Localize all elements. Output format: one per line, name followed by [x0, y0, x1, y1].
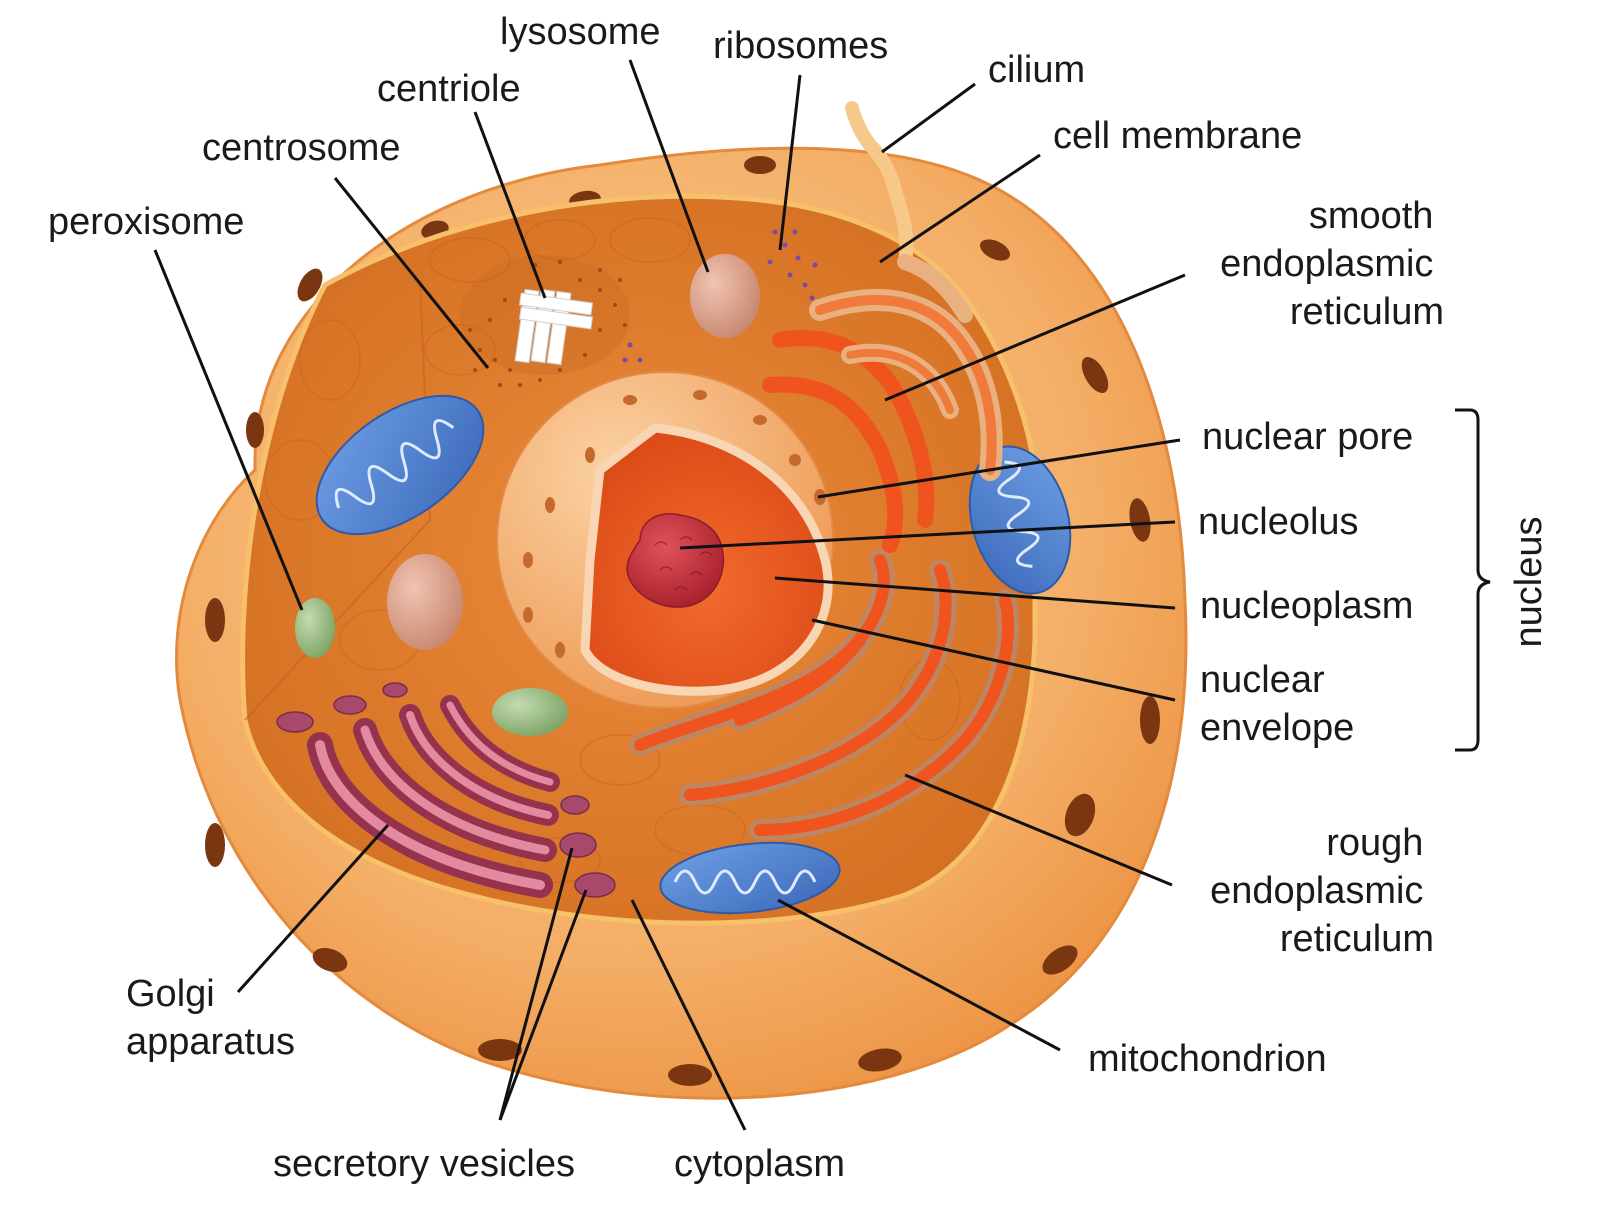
- nucleolus-texture: [654, 536, 713, 591]
- label-rough-er-line-1: rough: [1326, 822, 1423, 864]
- label-nucleolus: nucleolus: [1198, 501, 1359, 543]
- nucleolus-shape: [626, 513, 725, 608]
- label-smooth-er-line-2: endoplasmic: [1220, 243, 1433, 285]
- label-rough-er-line-2: endoplasmic: [1210, 870, 1423, 912]
- leader-nuclear-envelope: [811, 618, 1176, 702]
- leader-cytoplasm: [630, 899, 747, 1131]
- leader-vesicle-1: [498, 847, 574, 1121]
- label-golgi: Golgi apparatus: [126, 973, 295, 1063]
- label-nuclear-envelope: nuclear envelope: [1200, 659, 1354, 749]
- leader-rough-er: [904, 773, 1173, 887]
- smooth-er: [809, 254, 1003, 481]
- label-golgi-line-1: Golgi: [126, 973, 215, 1015]
- label-cytoplasm: cytoplasm: [674, 1143, 845, 1185]
- leader-golgi: [236, 823, 390, 994]
- leader-smooth-er: [884, 273, 1186, 402]
- leader-nucleolus: [679, 520, 1176, 550]
- label-cilium: cilium: [988, 49, 1085, 91]
- leader-cell-membrane: [879, 153, 1041, 264]
- label-cell-membrane: cell membrane: [1053, 115, 1302, 157]
- label-smooth-er: smooth endoplasmic reticulum: [1220, 195, 1444, 333]
- leader-peroxisome: [153, 249, 304, 611]
- golgi-apparatus: [307, 695, 560, 898]
- leader-vesicle-2: [498, 889, 588, 1121]
- leader-lysosome: [628, 59, 710, 273]
- label-golgi-line-2: apparatus: [126, 1021, 295, 1063]
- label-mitochondrion: mitochondrion: [1088, 1038, 1327, 1080]
- label-nuclear-envelope-line-1: nuclear: [1200, 659, 1325, 701]
- label-nucleoplasm: nucleoplasm: [1200, 585, 1413, 627]
- mitochondrion-bottom: [659, 841, 841, 915]
- leader-nuclear-pore: [817, 438, 1181, 499]
- leader-nucleoplasm: [774, 576, 1176, 610]
- peroxisome-center: [492, 688, 568, 736]
- label-ribosomes: ribosomes: [713, 25, 888, 67]
- label-peroxisome: peroxisome: [48, 201, 244, 243]
- lysosome-top: [690, 254, 760, 338]
- leader-mitochondrion: [777, 898, 1061, 1052]
- leader-ribosomes: [778, 74, 802, 251]
- leader-cilium: [881, 82, 976, 154]
- secretory-vesicles: [276, 682, 616, 898]
- label-nuclear-envelope-line-2: envelope: [1200, 707, 1354, 749]
- nuclear-pores: [523, 390, 826, 658]
- label-centriole: centriole: [377, 68, 521, 110]
- label-centrosome: centrosome: [202, 127, 401, 169]
- leader-lines: [153, 59, 1491, 1131]
- lysosome-left: [387, 554, 463, 650]
- nucleus: [496, 371, 834, 709]
- label-smooth-er-line-1: smooth: [1309, 195, 1434, 237]
- label-rough-er-line-3: reticulum: [1280, 918, 1434, 960]
- label-rough-er: rough endoplasmic reticulum: [1210, 822, 1434, 960]
- cilium-shape: [845, 101, 914, 269]
- leader-centriole: [473, 111, 547, 299]
- membrane-pores: [205, 156, 1160, 1086]
- label-smooth-er-line-3: reticulum: [1290, 291, 1444, 333]
- leader-centrosome: [333, 177, 490, 369]
- label-secretory-vesicles: secretory vesicles: [273, 1143, 575, 1185]
- label-nuclear-pore: nuclear pore: [1202, 416, 1413, 458]
- rough-er: [629, 330, 1019, 841]
- label-lysosome: lysosome: [500, 11, 661, 53]
- mitochondrion-upper-left: [315, 394, 485, 536]
- peroxisome-left: [295, 598, 335, 658]
- centriole: [514, 288, 594, 366]
- labels: lysosome ribosomes centriole cilium cent…: [48, 11, 1550, 1185]
- ribosomes: [622, 229, 818, 363]
- nucleus-bracket: [1455, 408, 1491, 752]
- label-nucleus: nucleus: [1508, 517, 1550, 648]
